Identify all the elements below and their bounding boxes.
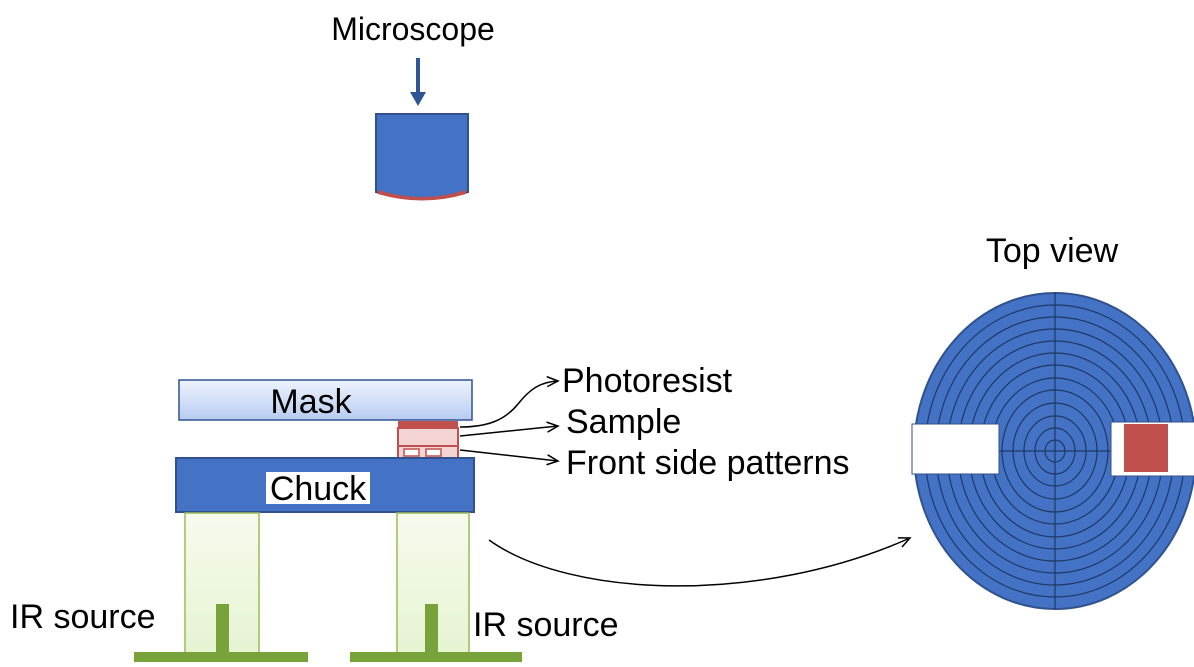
- chuck-label: Chuck: [270, 470, 367, 508]
- ir-source-right-label: IR source: [473, 606, 619, 644]
- patterns-arrow: [459, 449, 560, 466]
- microscope-group: Microscope: [331, 11, 495, 201]
- mask-label: Mask: [270, 383, 352, 421]
- sample-stack: [397, 421, 459, 459]
- ir-window-left: [911, 423, 1000, 475]
- sample-layer: [397, 427, 459, 447]
- top-view-disc: [911, 292, 1194, 610]
- callouts: Photoresist Sample Front side patterns: [459, 362, 849, 482]
- photoresist-arrow: [459, 375, 560, 428]
- ir-source-left-label: IR source: [10, 598, 156, 636]
- photoresist-layer: [398, 421, 458, 428]
- chuck: Chuck: [175, 457, 475, 513]
- mask: Mask: [178, 379, 473, 421]
- ir-source-right: IR source: [350, 604, 619, 662]
- front-side-patterns-label: Front side patterns: [566, 444, 849, 482]
- sample-label: Sample: [566, 403, 681, 441]
- ir-source-left: IR source: [10, 598, 308, 662]
- to-top-view-arrow: [488, 537, 912, 587]
- ir-lamp-right-icon: [425, 604, 438, 656]
- microscope-objective-icon: [375, 113, 469, 201]
- top-view-label: Top view: [986, 232, 1119, 270]
- ir-lamp-left-icon: [216, 604, 229, 656]
- down-arrow-icon: [410, 58, 426, 106]
- sample-arrow: [459, 421, 560, 437]
- photoresist-label: Photoresist: [562, 362, 733, 400]
- microscope-label: Microscope: [331, 11, 495, 47]
- top-view-sample: [1124, 424, 1168, 472]
